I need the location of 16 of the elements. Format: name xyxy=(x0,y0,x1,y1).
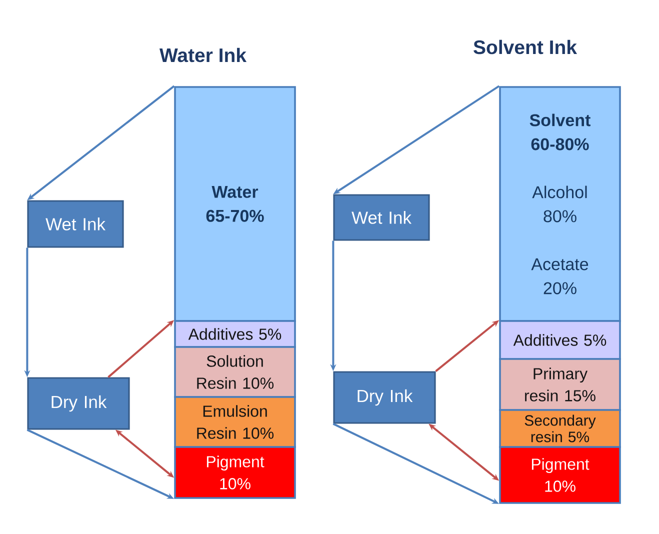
bar-segment: Pigment 10% xyxy=(499,446,621,504)
bar-segment: Secondary resin 5% xyxy=(499,409,621,448)
bar-segment: Primary resin 15% xyxy=(499,358,621,411)
panel-title: Water Ink xyxy=(160,48,247,62)
bar-segment: Pigment 10% xyxy=(174,446,296,499)
stage-box: Dry Ink xyxy=(27,377,130,430)
stage-box: Dry Ink xyxy=(333,371,436,424)
bar-segment: Emulsion Resin 10% xyxy=(174,396,296,448)
bar-segment: Additives 5% xyxy=(174,320,296,348)
stage-box: Wet Ink xyxy=(27,200,124,248)
panel-title: Solvent Ink xyxy=(474,40,578,54)
bar-segment: Water 65-70% xyxy=(174,86,296,322)
stage-box: Wet Ink xyxy=(333,194,430,241)
bar-segment: Additives 5% xyxy=(499,320,621,360)
bar-segment: Solution Resin 10% xyxy=(174,346,296,398)
bar-segment: Solvent 60-80% Alcohol 80% Acetate 20% xyxy=(499,86,621,322)
